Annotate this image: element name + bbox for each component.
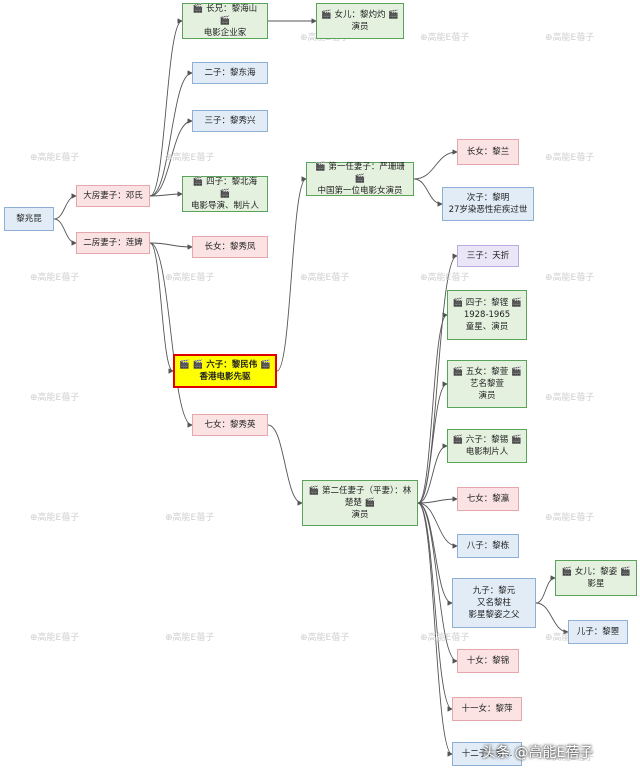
edge-wife1-son2 bbox=[149, 70, 193, 197]
node-mw2: 🎬 第二任妻子（平妻）：林楚楚 🎬 演员 bbox=[302, 480, 418, 526]
edge-wife1-son1 bbox=[149, 18, 183, 197]
edge-wife2-dau1 bbox=[149, 242, 193, 250]
node-c8: 八子：黎栋 bbox=[457, 534, 519, 558]
node-c9_d: 🎬 女儿：黎姿 🎬 影星 bbox=[555, 560, 637, 596]
node-son4: 🎬 四子：黎北海 🎬 电影导演、制片人 bbox=[182, 176, 268, 212]
watermark-text: ⊕高能E蓓子 bbox=[165, 273, 215, 283]
node-c6: 🎬 六子：黎锡 🎬 电影制片人 bbox=[447, 429, 527, 463]
watermark-text: ⊕高能E蓓子 bbox=[420, 633, 470, 643]
edge-c9-c9_d bbox=[535, 575, 556, 604]
node-c10: 十女：黎锦 bbox=[457, 649, 519, 673]
node-son1: 🎬 长兄：黎海山 🎬 电影企业家 bbox=[182, 3, 268, 39]
edge-mw2-c10 bbox=[417, 502, 458, 664]
edge-root-wife2 bbox=[53, 218, 77, 246]
edge-c9-c9_s bbox=[535, 602, 569, 635]
watermark-text: ⊕高能E蓓子 bbox=[545, 273, 595, 283]
watermark-text: ⊕高能E蓓子 bbox=[545, 33, 595, 43]
edge-mw1-mw1_c1 bbox=[413, 149, 458, 180]
edge-wife2-son6 bbox=[149, 242, 174, 374]
node-dau1: 长女：黎秀凤 bbox=[192, 236, 268, 258]
node-wife2: 二房妻子：莲婢 bbox=[76, 232, 150, 254]
edge-wife1-son3 bbox=[149, 118, 193, 197]
edge-mw2-c7 bbox=[417, 496, 458, 504]
watermark-text: ⊕高能E蓓子 bbox=[420, 33, 470, 43]
watermark-text: ⊕高能E蓓子 bbox=[30, 393, 80, 403]
watermark-text: ⊕高能E蓓子 bbox=[420, 273, 470, 283]
node-mw1_c1: 长女：黎兰 bbox=[457, 139, 519, 165]
edge-mw2-c8 bbox=[417, 502, 458, 549]
edge-mw2-c4 bbox=[417, 312, 448, 504]
node-son2: 二子：黎东海 bbox=[192, 62, 268, 84]
edge-mw2-c6 bbox=[417, 443, 448, 504]
watermark-text: ⊕高能E蓓子 bbox=[300, 273, 350, 283]
node-c11: 十一女：黎萍 bbox=[452, 697, 522, 721]
watermark-text: ⊕高能E蓓子 bbox=[165, 153, 215, 163]
watermark-text: ⊕高能E蓓子 bbox=[300, 633, 350, 643]
edge-mw1-mw1_c2 bbox=[413, 178, 443, 207]
edge-mw2-c5 bbox=[417, 381, 448, 504]
edge-wife2-dau7 bbox=[149, 242, 193, 428]
watermark-text: ⊕高能E蓓子 bbox=[30, 513, 80, 523]
node-son1_d: 🎬 女儿：黎灼灼 🎬 演员 bbox=[316, 3, 404, 39]
edge-root-wife1 bbox=[53, 193, 77, 220]
node-son6: 🎬 🎬 六子：黎民伟 🎬 香港电影先驱 bbox=[173, 354, 277, 388]
node-c3: 三子：夭折 bbox=[457, 245, 519, 267]
node-mw1_c2: 次子：黎明 27岁染恶性疟疾过世 bbox=[442, 187, 534, 221]
watermark-text: ⊕高能E蓓子 bbox=[30, 153, 80, 163]
node-wife1: 大房妻子：邓氏 bbox=[76, 185, 150, 207]
watermark-text: ⊕高能E蓓子 bbox=[165, 633, 215, 643]
node-c9: 九子：黎元 又名黎柱 影星黎姿之父 bbox=[452, 578, 536, 628]
edge-mw2-c12 bbox=[417, 502, 453, 757]
edge-wife1-son4 bbox=[149, 191, 183, 197]
watermark-text: ⊕高能E蓓子 bbox=[165, 513, 215, 523]
edge-son6-mw1 bbox=[276, 176, 307, 372]
node-c12: 十二子：黎... bbox=[452, 742, 522, 766]
watermark-text: ⊕高能E蓓子 bbox=[545, 513, 595, 523]
watermark-text: ⊕高能E蓓子 bbox=[30, 633, 80, 643]
watermark-text: ⊕高能E蓓子 bbox=[30, 273, 80, 283]
watermark-text: ⊕高能E蓓子 bbox=[545, 393, 595, 403]
edge-mw2-c9 bbox=[417, 502, 453, 606]
node-c4: 🎬 四子：黎铿 🎬 1928-1965 童星、演员 bbox=[447, 290, 527, 340]
watermark-text: ⊕高能E蓓子 bbox=[545, 753, 595, 763]
node-mw1: 🎬 第一任妻子：严珊珊 🎬 中国第一位电影女演员 bbox=[306, 162, 414, 196]
watermark-text: ⊕高能E蓓子 bbox=[545, 153, 595, 163]
node-son3: 三子：黎秀兴 bbox=[192, 110, 268, 132]
footer-credit: 头条 @高能E蓓子 bbox=[482, 745, 594, 761]
node-c5: 🎬 五女：黎萱 🎬 艺名黎萱 演员 bbox=[447, 360, 527, 408]
node-c7: 七女：黎瀛 bbox=[457, 487, 519, 511]
node-root: 黎兆昆 bbox=[4, 207, 54, 231]
edge-mw2-c11 bbox=[417, 502, 453, 712]
node-dau7: 七女：黎秀英 bbox=[192, 414, 268, 436]
node-c9_s: 儿子：黎瞾 bbox=[568, 620, 628, 644]
edge-dau7-mw2 bbox=[267, 424, 303, 506]
